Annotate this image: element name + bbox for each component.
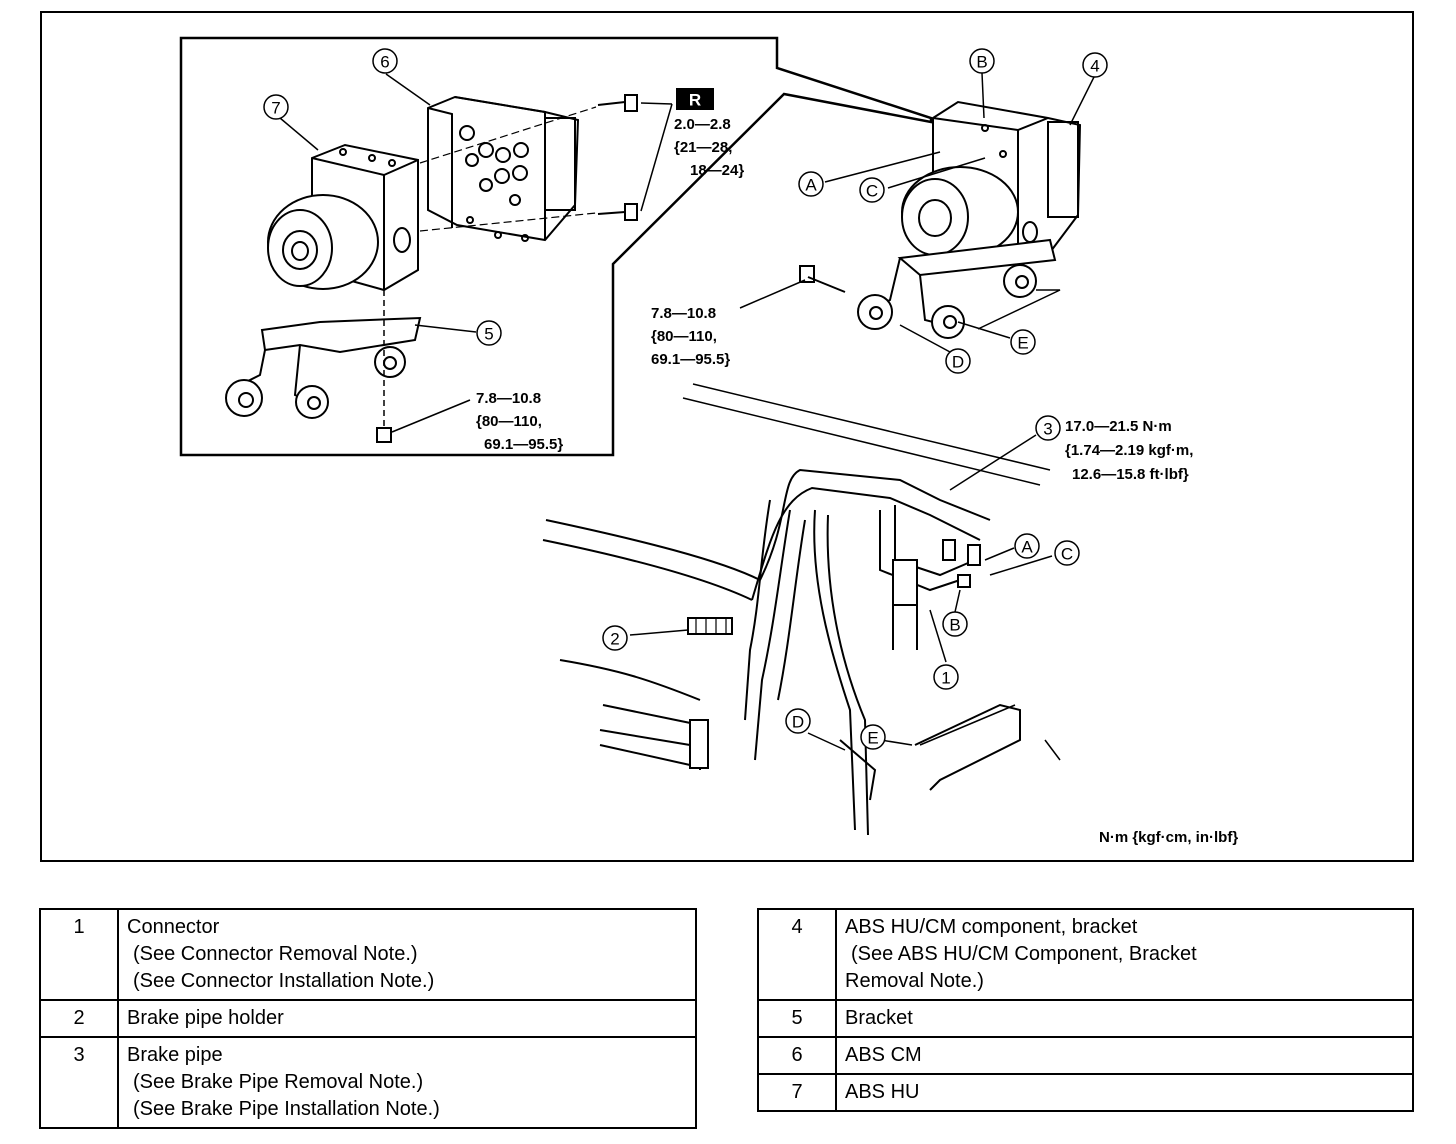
part-name: ABS HU (845, 1081, 920, 1103)
svg-text:C: C (1061, 545, 1073, 564)
svg-text:18—24}: 18—24} (690, 162, 744, 179)
legend-row: 6 ABS CM (757, 1036, 1414, 1075)
parts-legend-left: 1 Connector (See Connector Removal Note.… (39, 908, 697, 1129)
leader-lines (279, 72, 1095, 751)
svg-text:E: E (1017, 334, 1028, 353)
legend-row: 4 ABS HU/CM component, bracket (See ABS … (757, 908, 1414, 1001)
callout-5: 5 (476, 320, 502, 346)
svg-text:B: B (976, 53, 987, 72)
svg-text:D: D (792, 713, 804, 732)
part-description: ABS HU/CM component, bracket (See ABS HU… (835, 908, 1414, 1001)
callout-b-upper: B (969, 48, 995, 74)
callout-d-lower: D (785, 708, 811, 734)
torque-spec-bracket-right: 7.8—10.8 {80—110, 69.1—95.5} (651, 305, 730, 368)
callout-b-lower: B (942, 611, 968, 637)
part-note: Removal Note.) (845, 970, 984, 992)
abs-cm-drawing (427, 95, 580, 242)
svg-text:D: D (952, 353, 964, 372)
legend-row: 2 Brake pipe holder (39, 999, 697, 1038)
part-name: Connector (127, 916, 220, 938)
svg-text:7.8—10.8: 7.8—10.8 (476, 390, 541, 407)
svg-text:{80—110,: {80—110, (651, 328, 717, 345)
callout-d-upper: D (945, 348, 971, 374)
part-number: 6 (757, 1036, 837, 1075)
callout-c-lower: C (1054, 540, 1080, 566)
callout-a-lower: A (1014, 533, 1040, 559)
part-number: 5 (757, 999, 837, 1038)
svg-text:4: 4 (1090, 57, 1099, 76)
part-number: 3 (39, 1036, 119, 1129)
abs-assembly-drawing (799, 100, 1082, 339)
part-name: ABS CM (845, 1044, 922, 1066)
svg-text:E: E (867, 729, 878, 748)
reuse-badge: R (676, 88, 714, 110)
torque-spec-brake-pipe: 17.0—21.5 N·m {1.74—2.19 kgf·m, 12.6—15.… (1065, 418, 1193, 483)
callout-7: 7 (263, 94, 289, 120)
svg-text:3: 3 (1043, 420, 1052, 439)
part-description: Connector (See Connector Removal Note.) … (117, 908, 697, 1001)
svg-text:12.6—15.8 ft·lbf}: 12.6—15.8 ft·lbf} (1072, 466, 1189, 483)
svg-text:2: 2 (610, 630, 619, 649)
svg-text:2.0—2.8: 2.0—2.8 (674, 116, 731, 133)
part-description: Bracket (835, 999, 1414, 1038)
part-note: (See Brake Pipe Removal Note.) (133, 1071, 424, 1093)
torque-spec-bracket-left: 7.8—10.8 {80—110, 69.1—95.5} (476, 390, 563, 453)
part-name: ABS HU/CM component, bracket (845, 916, 1138, 938)
exploded-view-diagram: 1 2 3 4 5 6 7 A B C D E (40, 11, 1414, 862)
callout-e-lower: E (860, 724, 886, 750)
part-note: (See ABS HU/CM Component, Bracket (851, 943, 1197, 965)
svg-text:A: A (1021, 538, 1033, 557)
svg-text:B: B (949, 616, 960, 635)
callout-e-upper: E (1010, 329, 1036, 355)
svg-text:7.8—10.8: 7.8—10.8 (651, 305, 716, 322)
legend-row: 3 Brake pipe (See Brake Pipe Removal Not… (39, 1036, 697, 1129)
part-number: 1 (39, 908, 119, 1001)
svg-text:69.1—95.5}: 69.1—95.5} (484, 436, 563, 453)
svg-text:17.0—21.5 N·m: 17.0—21.5 N·m (1065, 418, 1172, 435)
cm-bolts (419, 94, 673, 232)
legend-row: 5 Bracket (757, 999, 1414, 1038)
part-number: 4 (757, 908, 837, 1001)
units-note: N·m {kgf·cm, in·lbf} (1099, 829, 1238, 846)
callout-3: 3 (1035, 415, 1061, 441)
svg-text:C: C (866, 182, 878, 201)
svg-text:{1.74—2.19 kgf·m,: {1.74—2.19 kgf·m, (1065, 442, 1193, 459)
part-description: ABS HU (835, 1073, 1414, 1112)
parts-legend-right: 4 ABS HU/CM component, bracket (See ABS … (757, 908, 1414, 1112)
diagram-frame (40, 11, 1414, 862)
svg-text:1: 1 (941, 669, 950, 688)
svg-text:A: A (805, 176, 817, 195)
svg-text:7: 7 (271, 99, 280, 118)
callout-2: 2 (602, 625, 628, 651)
part-description: ABS CM (835, 1036, 1414, 1075)
legend-row: 1 Connector (See Connector Removal Note.… (39, 908, 697, 1001)
svg-text:{80—110,: {80—110, (476, 413, 542, 430)
detail-inset-frame (179, 36, 933, 457)
bracket-drawing (225, 290, 422, 443)
svg-text:5: 5 (484, 325, 493, 344)
brake-pipe-routing-drawing (542, 383, 1061, 836)
part-number: 7 (757, 1073, 837, 1112)
part-description: Brake pipe holder (117, 999, 697, 1038)
legend-row: 7 ABS HU (757, 1073, 1414, 1112)
callout-a-upper: A (798, 171, 824, 197)
part-number: 2 (39, 999, 119, 1038)
part-name: Brake pipe holder (127, 1007, 284, 1029)
part-note: (See Connector Installation Note.) (133, 970, 435, 992)
callout-4: 4 (1082, 52, 1108, 78)
callout-6: 6 (372, 48, 398, 74)
abs-hu-drawing (267, 143, 419, 292)
svg-text:{21—28,: {21—28, (674, 139, 732, 156)
svg-text:69.1—95.5}: 69.1—95.5} (651, 351, 730, 368)
torque-spec-cm-bolts: 2.0—2.8 {21—28, 18—24} (674, 116, 744, 179)
svg-text:R: R (689, 91, 701, 110)
svg-text:6: 6 (380, 53, 389, 72)
callout-1: 1 (933, 664, 959, 690)
part-note: (See Brake Pipe Installation Note.) (133, 1098, 440, 1120)
part-name: Brake pipe (127, 1044, 223, 1066)
part-description: Brake pipe (See Brake Pipe Removal Note.… (117, 1036, 697, 1129)
part-name: Bracket (845, 1007, 913, 1029)
part-note: (See Connector Removal Note.) (133, 943, 418, 965)
callout-c-upper: C (859, 177, 885, 203)
